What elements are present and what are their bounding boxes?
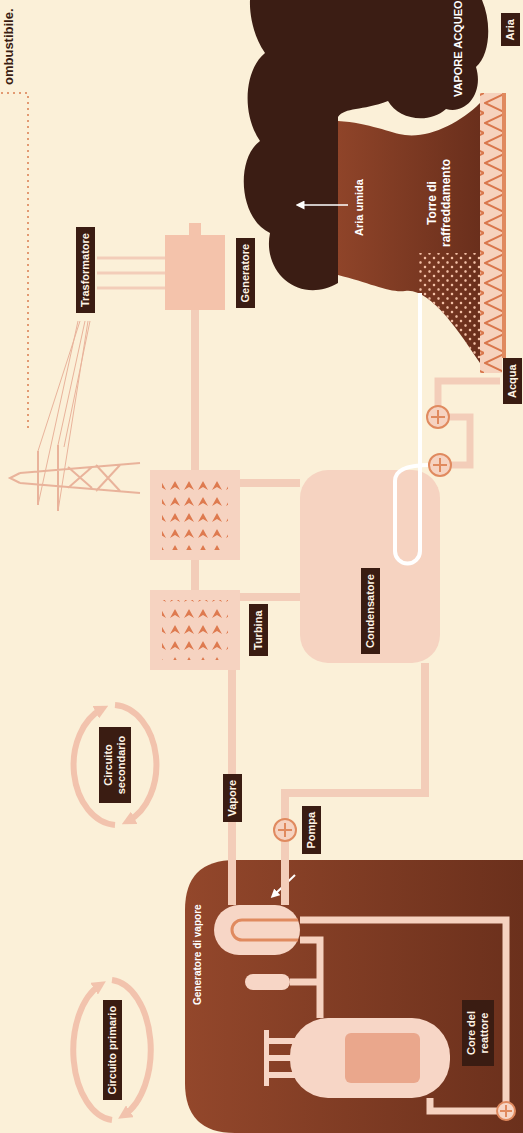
steam-generator-tubes: [232, 920, 298, 940]
inlet-lattice: [480, 93, 502, 373]
steam-generator: [214, 905, 300, 955]
leader-line: [300, 204, 348, 206]
pump-blades: [433, 458, 447, 472]
label-tag: Core del reattore: [462, 1000, 494, 1066]
tag-text: Circuito primario: [106, 1006, 119, 1095]
plant-label: Torre di raffreddamento: [425, 151, 454, 255]
tower-shell: [338, 103, 480, 363]
pylon-frame: [10, 445, 140, 511]
air-inlet: [480, 93, 502, 373]
label-tag: Turbina: [249, 604, 268, 656]
water-basin: [502, 93, 506, 358]
power-line: [38, 321, 90, 511]
label-tag: Aria: [501, 13, 520, 46]
tower-fill: [418, 253, 480, 363]
pressurizer: [245, 974, 290, 990]
label-tag: Trasformatore: [76, 227, 95, 313]
feedwater-pipe: [285, 663, 425, 819]
turbine: [150, 590, 240, 670]
cooling-tower: [244, 0, 506, 373]
cycle-arrows: [73, 705, 156, 1120]
feed-pump: [274, 819, 296, 841]
plant-label: VAPORE ACQUEO: [452, 0, 465, 97]
label-tag: Pompa: [302, 806, 321, 855]
dotted-frame: [0, 93, 28, 428]
tag-text: Trasformatore: [79, 233, 92, 307]
rod-drive: [264, 1030, 269, 1086]
label-tag: Circuito secondario: [99, 727, 131, 803]
cooling-pump: [427, 406, 449, 428]
label-tag: Acqua: [503, 358, 522, 404]
plant-label: Generatore di vapore: [192, 904, 204, 1005]
exhaust-pipe: [240, 483, 300, 597]
generator-stub: [189, 223, 201, 235]
tag-text: Pompa: [305, 812, 318, 849]
reactor-vessel: [290, 1018, 450, 1098]
cooling-pump: [429, 454, 451, 476]
secondary-circuit: [97, 223, 440, 905]
label-tag: Condensatore: [361, 568, 380, 654]
pump-blades: [500, 1105, 512, 1117]
pylon: [10, 321, 140, 511]
tag-text: Acqua: [506, 364, 519, 398]
pump-blades: [278, 823, 292, 837]
tag-text: Condensatore: [364, 574, 377, 648]
secondary-pipes: [97, 258, 425, 905]
plant-label: Aria umida: [353, 179, 366, 236]
plant-label: ombustibile.: [1, 8, 17, 85]
caption-frame: [0, 93, 28, 428]
tag-text: Vapore: [226, 780, 239, 817]
return-pipe: [449, 417, 470, 465]
cooling-water-tube: [395, 293, 429, 564]
primary-pump: [497, 1102, 515, 1120]
label-tag: Generatore: [236, 238, 255, 309]
control-rod: [269, 1072, 299, 1078]
label-tag: Vapore: [223, 774, 242, 823]
control-rod: [269, 1038, 299, 1044]
tag-text: Core del reattore: [465, 1006, 491, 1060]
pump-outlet: [430, 1098, 497, 1111]
turbine: [150, 470, 240, 560]
spray-pipe: [418, 293, 422, 333]
tag-text: Circuito secondario: [102, 733, 128, 797]
label-tag: Circuito primario: [103, 1000, 122, 1101]
control-rod: [269, 1055, 299, 1061]
tag-text: Turbina: [252, 610, 265, 650]
pressurizer-line: [290, 979, 320, 986]
reactor-core: [345, 1033, 420, 1083]
tag-text: Generatore: [239, 244, 252, 303]
generator-body: [165, 235, 225, 310]
feedwater-pipe: [281, 841, 289, 905]
turbine-blades: [162, 600, 228, 660]
generator-wire: [97, 258, 165, 288]
tag-text: Aria: [504, 19, 517, 40]
turbine-blades: [162, 480, 228, 550]
pump-blades: [431, 410, 445, 424]
primary-pipes: [290, 920, 506, 1111]
return-pipe: [438, 381, 500, 406]
